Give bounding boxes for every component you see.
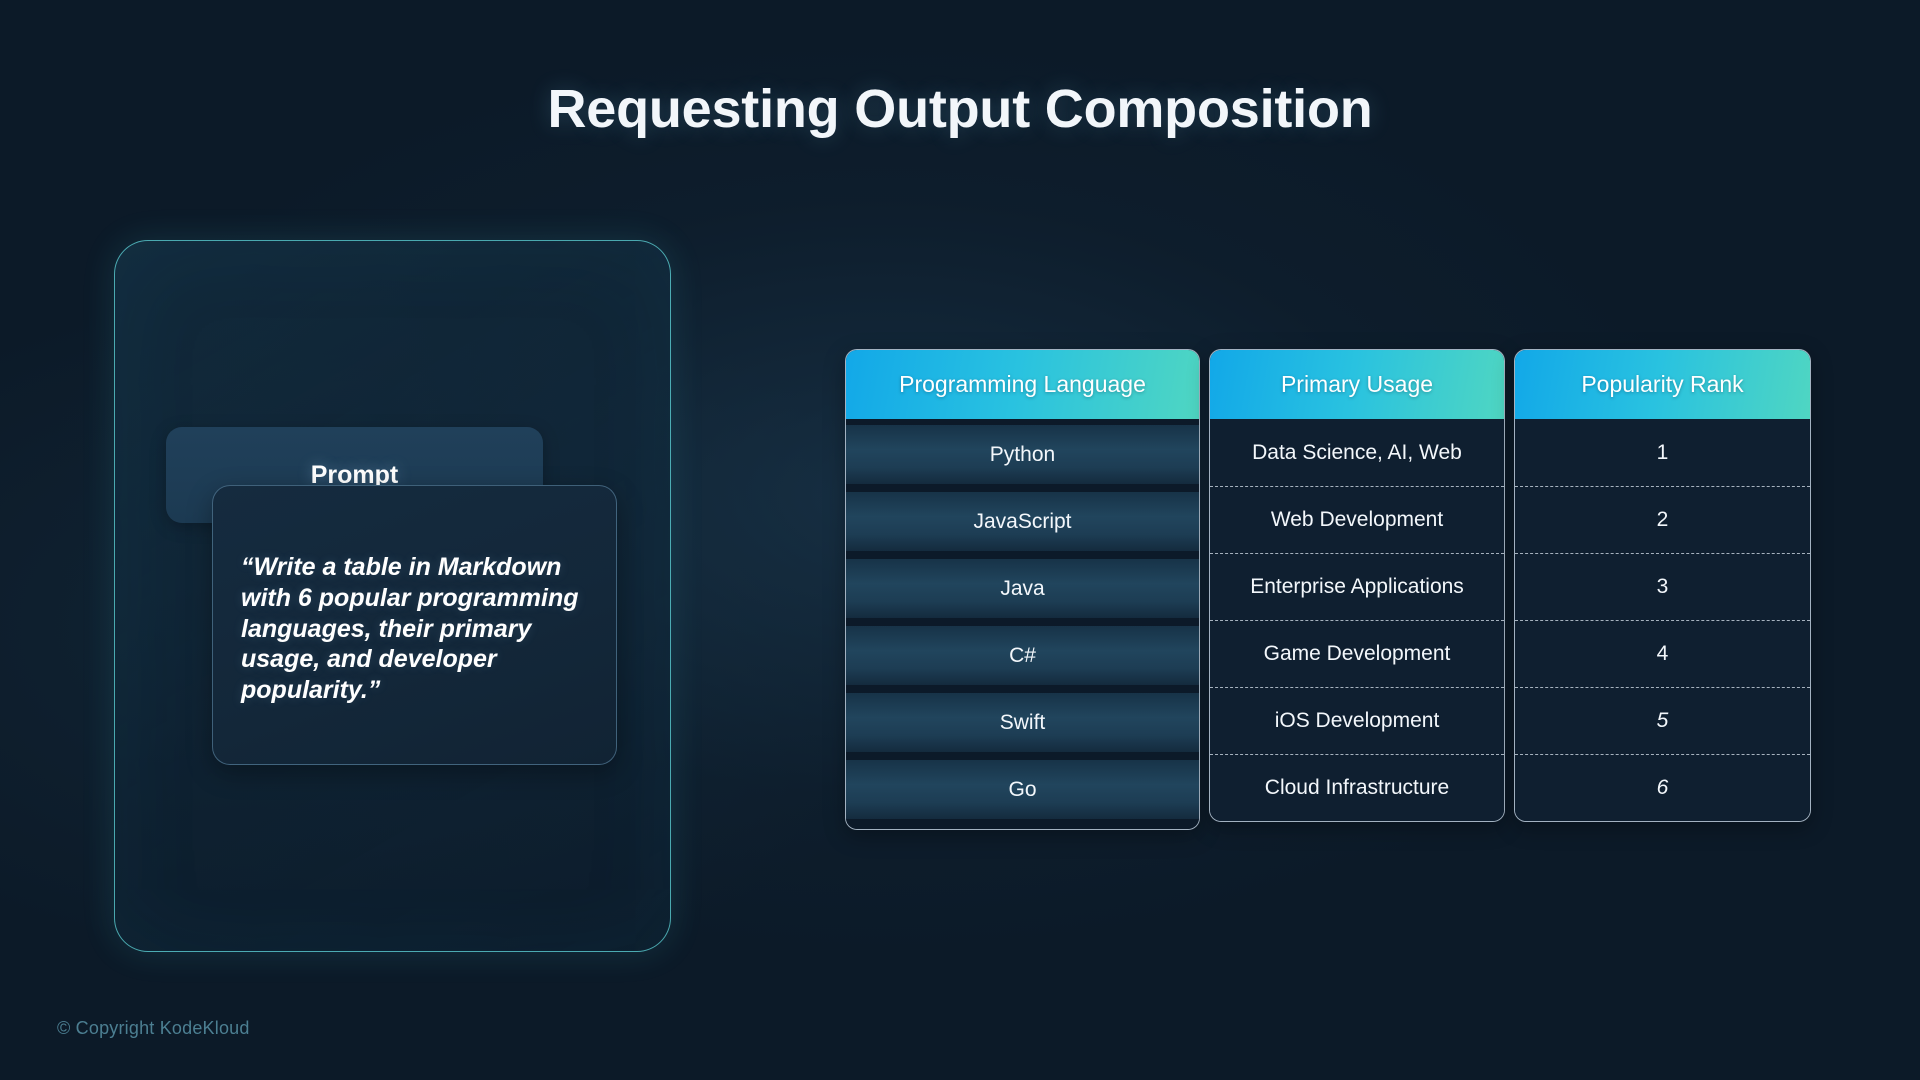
table-cell: Enterprise Applications	[1210, 553, 1504, 620]
table-cell: Go	[846, 760, 1199, 819]
table-cell: 1	[1656, 440, 1669, 464]
column-header-popularity-rank: Popularity Rank	[1515, 350, 1810, 419]
table-cell: Data Science, AI, Web	[1252, 440, 1462, 464]
table-column-primary-usage: Primary Usage Data Science, AI, Web Web …	[1209, 349, 1505, 822]
table-column-popularity-rank: Popularity Rank 1 2 3 4 5 6	[1514, 349, 1811, 822]
table-cell: 5	[1515, 687, 1810, 754]
column-header-primary-usage: Primary Usage	[1210, 350, 1504, 419]
table-cell: iOS Development	[1210, 687, 1504, 754]
table-column-programming-language: Programming Language Python JavaScript J…	[845, 349, 1200, 830]
table-cell: 2	[1515, 486, 1810, 553]
table-cell: Cloud Infrastructure	[1210, 754, 1504, 821]
table-cell: C#	[846, 626, 1199, 685]
prompt-label-text: Prompt	[310, 460, 399, 489]
table-cell: Web Development	[1210, 486, 1504, 553]
table-cell: JavaScript	[846, 492, 1199, 551]
table-cell: Game Development	[1210, 620, 1504, 687]
table-cell: Java	[846, 559, 1199, 618]
column-header-programming-language: Programming Language	[846, 350, 1199, 419]
page-title: Requesting Output Composition	[547, 79, 1373, 139]
prompt-quote-text: “Write a table in Markdown with 6 popula…	[241, 553, 579, 704]
table-cell: 6	[1515, 754, 1810, 821]
column-body-programming-language: Python JavaScript Java C# Swift Go	[846, 419, 1199, 829]
table-cell: Swift	[846, 693, 1199, 752]
markdown-output-table: Programming Language Python JavaScript J…	[845, 349, 1811, 830]
prompt-quote-card: “Write a table in Markdown with 6 popula…	[212, 485, 617, 765]
footer-copyright: © Copyright KodeKloud	[57, 1018, 250, 1038]
table-cell: 4	[1515, 620, 1810, 687]
column-body-popularity-rank: 1 2 3 4 5 6	[1515, 419, 1810, 821]
table-cell: Python	[846, 425, 1199, 484]
table-cell: 3	[1515, 553, 1810, 620]
column-body-primary-usage: Data Science, AI, Web Web Development En…	[1210, 419, 1504, 821]
